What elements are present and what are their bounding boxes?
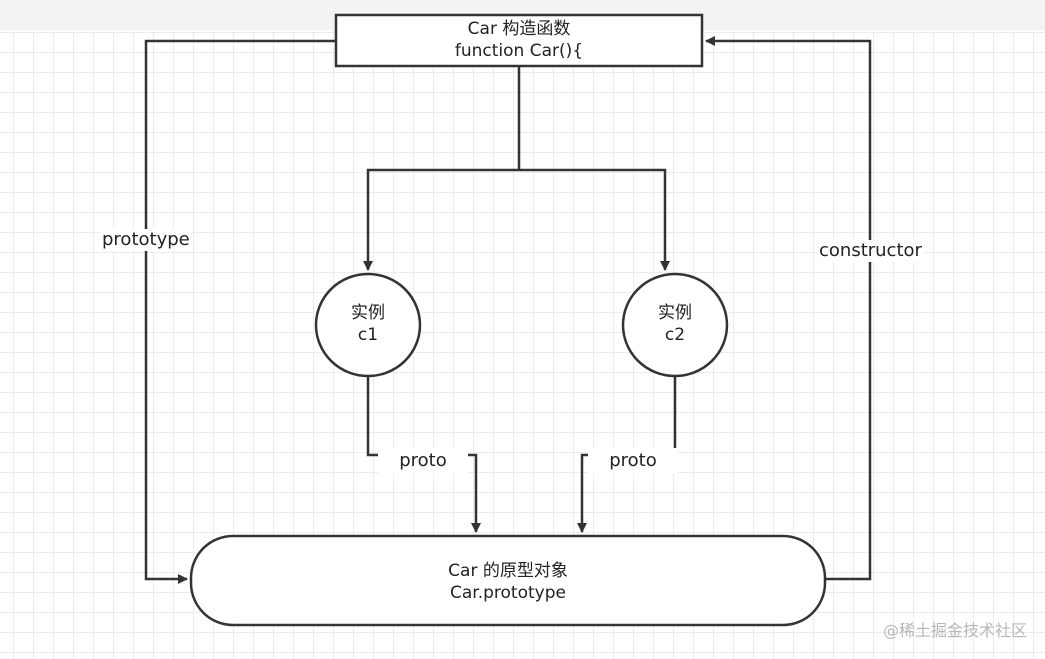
instance-c2-title: 实例 (658, 303, 692, 323)
constructor-box[interactable] (334, 13, 704, 68)
constructor-label: Car 构造函数 function Car(){ (336, 18, 702, 62)
constructor-title: Car 构造函数 (467, 19, 571, 39)
instance-c1-name: c1 (357, 325, 379, 345)
prototype-object-title: Car 的原型对象 (448, 561, 568, 581)
prototype-object-name: Car.prototype (450, 583, 566, 603)
edge-label-constructor: constructor (817, 240, 924, 262)
watermark: @稀土掘金技术社区 (882, 621, 1027, 640)
instance-c2-label: 实例 c2 (625, 302, 725, 346)
instance-c2-name: c2 (664, 325, 686, 345)
edge-constructor (705, 36, 872, 581)
edge-label-proto-c2: proto (588, 448, 678, 474)
edge-label-proto-c1: proto (378, 448, 468, 474)
edge-prototype (144, 39, 336, 584)
prototype-object-label: Car 的原型对象 Car.prototype (358, 560, 658, 604)
instance-c1-label: 实例 c1 (318, 302, 418, 346)
edge-label-prototype: prototype (100, 229, 192, 251)
edge-to-c2 (519, 168, 670, 271)
edge-to-c1 (363, 168, 519, 271)
constructor-signature: function Car(){ (454, 41, 584, 61)
instance-c1-title: 实例 (351, 303, 385, 323)
prototype-object-box[interactable] (189, 534, 827, 627)
